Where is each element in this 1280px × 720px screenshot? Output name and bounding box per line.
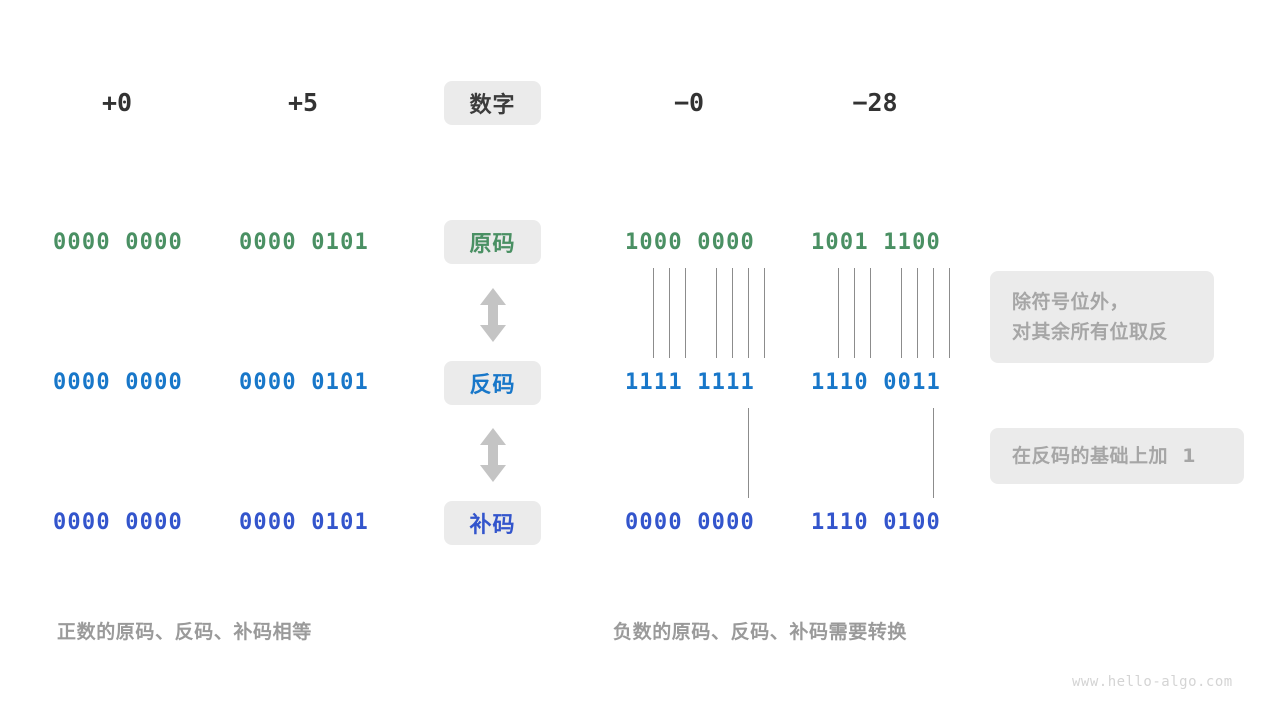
badge-twos-complement-label: 补码 [444, 501, 541, 545]
connector-line [685, 268, 686, 358]
column-header-minus-zero: −0 [673, 88, 705, 117]
connector-line [933, 408, 934, 498]
connector-line [854, 268, 855, 358]
column-header-plus-five: +5 [287, 88, 319, 117]
badge-ones-complement-label: 反码 [444, 361, 541, 405]
bits-ones-complement-plus-five: 0000 0101 [238, 370, 369, 395]
badge-number-label: 数字 [444, 81, 541, 125]
note-invert-line-2: 对其余所有位取反 [1012, 321, 1169, 343]
connector-line [901, 268, 902, 358]
connector-line [764, 268, 765, 358]
connector-line [838, 268, 839, 358]
connector-line [917, 268, 918, 358]
bits-twos-complement-plus-five: 0000 0101 [238, 510, 369, 535]
connector-line [653, 268, 654, 358]
bits-twos-complement-plus-zero: 0000 0000 [52, 510, 183, 535]
connector-line [870, 268, 871, 358]
bits-sign-magnitude-plus-zero: 0000 0000 [52, 230, 183, 255]
connector-line [933, 268, 934, 358]
caption-positive: 正数的原码、反码、补码相等 [57, 621, 312, 643]
bits-twos-complement-minus-zero: 0000 0000 [624, 510, 755, 535]
column-header-plus-zero: +0 [101, 88, 133, 117]
bits-sign-magnitude-minus-twentyeight: 1001 1100 [810, 230, 941, 255]
bits-ones-complement-minus-twentyeight: 1110 0011 [810, 370, 941, 395]
bits-sign-magnitude-plus-five: 0000 0101 [238, 230, 369, 255]
bits-twos-complement-minus-twentyeight: 1110 0100 [810, 510, 941, 535]
connector-line [949, 268, 950, 358]
connector-line [716, 268, 717, 358]
connector-line [748, 408, 749, 498]
double-arrow-icon [475, 287, 511, 343]
note-add-one: 在反码的基础上加 1 [990, 428, 1244, 484]
note-invert-line-1: 除符号位外， [1012, 291, 1130, 313]
column-header-minus-twentyeight: −28 [852, 88, 898, 117]
caption-negative: 负数的原码、反码、补码需要转换 [613, 621, 908, 643]
connector-line [669, 268, 670, 358]
bits-sign-magnitude-minus-zero: 1000 0000 [624, 230, 755, 255]
connector-line [748, 268, 749, 358]
connector-line [732, 268, 733, 358]
double-arrow-icon [475, 427, 511, 483]
note-invert-bits: 除符号位外， 对其余所有位取反 [990, 271, 1214, 363]
watermark: www.hello-algo.com [1072, 674, 1233, 690]
bits-ones-complement-minus-zero: 1111 1111 [624, 370, 755, 395]
bits-ones-complement-plus-zero: 0000 0000 [52, 370, 183, 395]
badge-sign-magnitude-label: 原码 [444, 220, 541, 264]
